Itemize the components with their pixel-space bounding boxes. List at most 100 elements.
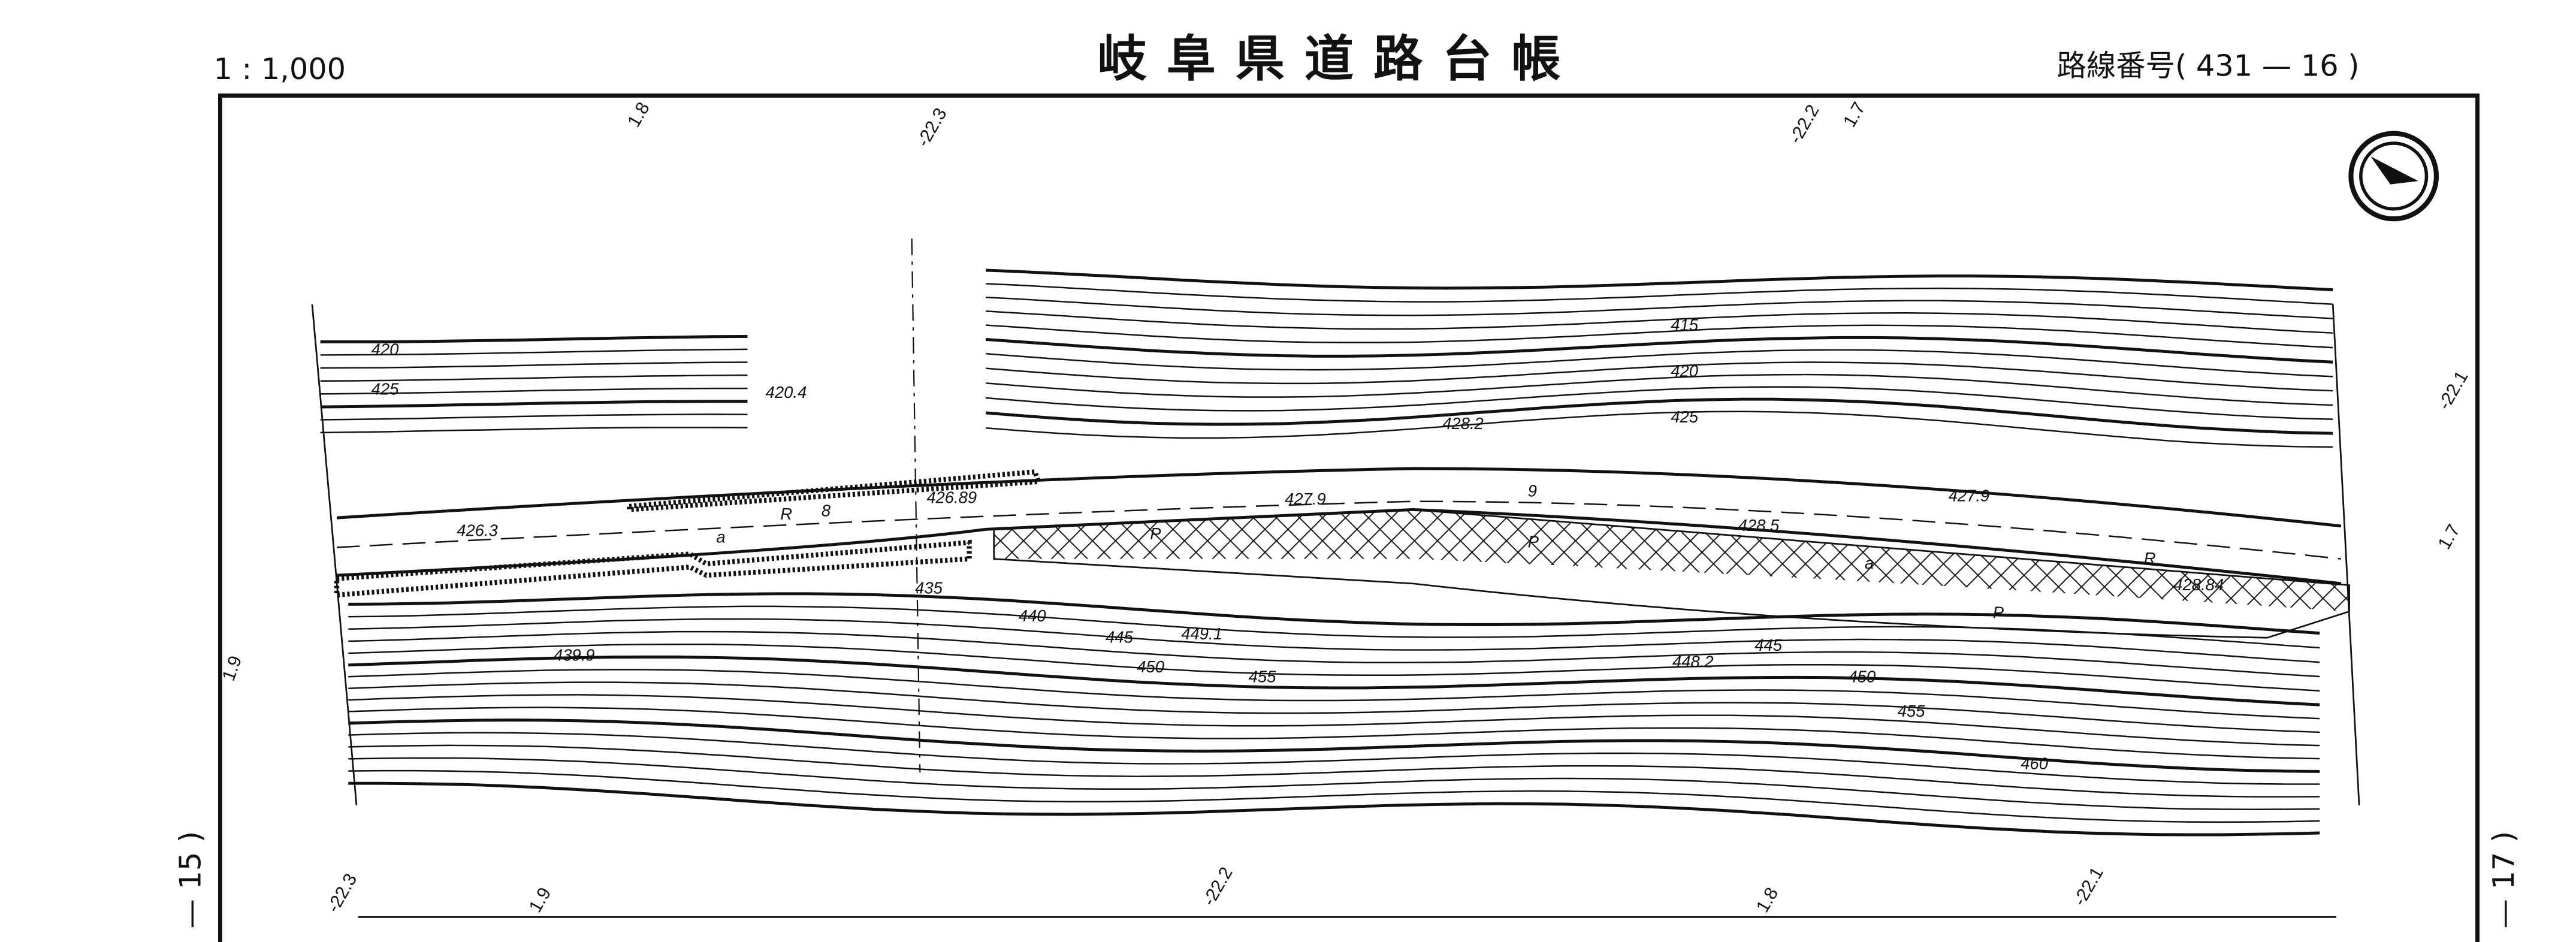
svg-text:-22.3: -22.3 (324, 870, 361, 916)
contour-line (985, 361, 2333, 392)
svg-text:450: 450 (1848, 667, 1876, 686)
svg-text:420: 420 (372, 340, 399, 359)
contour-line (320, 334, 748, 343)
svg-text:-22.2: -22.2 (1199, 864, 1237, 909)
map-scale: 1 : 1,000 (213, 52, 346, 86)
svg-text:440: 440 (1019, 606, 1046, 625)
svg-text:426.89: 426.89 (926, 488, 977, 506)
contour-line (348, 655, 2320, 707)
contour-line (985, 410, 2333, 448)
contour-line (320, 387, 748, 395)
contour-lines (320, 268, 2333, 837)
contour-line (348, 769, 2320, 823)
svg-text:420: 420 (1671, 361, 1698, 380)
map-frame (218, 93, 2480, 942)
svg-text:427.9: 427.9 (1949, 487, 1990, 505)
contour-line (348, 757, 2320, 811)
contour-line (985, 268, 2333, 292)
svg-text:439.9: 439.9 (554, 646, 595, 665)
contour-line (348, 592, 2320, 635)
svg-text:445: 445 (1106, 628, 1133, 647)
contour-line (348, 732, 2320, 785)
contour-line (985, 283, 2333, 305)
svg-text:428.2: 428.2 (1442, 414, 1484, 433)
svg-text:425: 425 (372, 380, 399, 398)
contour-line (348, 669, 2320, 720)
svg-text:455: 455 (1249, 667, 1276, 686)
svg-text:435: 435 (915, 578, 943, 597)
contour-line (985, 373, 2333, 406)
contour-line (320, 348, 748, 356)
svg-text:448.2: 448.2 (1672, 653, 1714, 671)
contour-line (985, 397, 2333, 435)
road-symbols: R 8 a P P P a R 9 (716, 481, 2155, 621)
contour-line (348, 644, 2320, 692)
sheet-left-edge (311, 304, 358, 806)
svg-text:-22.1: -22.1 (2070, 864, 2107, 909)
left-page-number: — 15 ) (173, 831, 207, 929)
svg-text:1.7: 1.7 (1840, 99, 1870, 131)
svg-text:8: 8 (822, 501, 831, 520)
svg-text:1.8: 1.8 (1753, 884, 1783, 916)
svg-text:415: 415 (1671, 316, 1698, 334)
sheet-right-edge (2332, 304, 2360, 806)
svg-text:R: R (2144, 549, 2156, 567)
svg-text:460: 460 (2021, 754, 2048, 773)
contour-line (320, 374, 748, 382)
contour-line (348, 781, 2320, 837)
north-arrow-icon (2348, 131, 2439, 222)
contour-line (985, 296, 2333, 319)
svg-text:450: 450 (1137, 657, 1164, 676)
contour-line (985, 349, 2333, 378)
contour-line (985, 310, 2333, 334)
contour-line (320, 427, 748, 434)
svg-text:449.1: 449.1 (1181, 624, 1222, 643)
svg-text:425: 425 (1671, 407, 1698, 426)
left-ticks: 1.9 (219, 653, 246, 684)
right-page-number: — 17 ) (2486, 831, 2521, 929)
svg-text:455: 455 (1898, 702, 1925, 720)
spot-heights: 428.2 426.89 427.9 427.9 426.3 428.5 428… (457, 414, 2224, 671)
contour-line (985, 324, 2333, 349)
contour-line (348, 681, 2320, 733)
contour-line (320, 400, 748, 409)
svg-text:P: P (1528, 532, 1539, 551)
svg-text:428.5: 428.5 (1738, 516, 1780, 535)
contour-line (348, 605, 2320, 649)
contour-line (348, 707, 2320, 760)
svg-text:420.4: 420.4 (766, 383, 807, 401)
svg-text:R: R (780, 505, 792, 523)
svg-text:a: a (716, 527, 725, 546)
svg-text:P: P (1150, 524, 1161, 543)
bottom-ticks: -22.3 1.9 -22.2 1.8 -22.1 (324, 864, 2107, 916)
contour-line (348, 718, 2320, 773)
contour-line (985, 336, 2333, 364)
paved-area (993, 509, 2349, 612)
svg-text:1.9: 1.9 (526, 884, 555, 916)
right-ticks: -22.1 1.7 (2435, 367, 2472, 552)
svg-text:1.9: 1.9 (219, 653, 246, 684)
svg-text:427.9: 427.9 (1285, 490, 1326, 508)
svg-text:1.8: 1.8 (624, 99, 654, 131)
contour-line (348, 618, 2320, 663)
svg-text:a: a (1865, 554, 1874, 572)
svg-text:9: 9 (1528, 481, 1537, 500)
svg-text:-22.2: -22.2 (1786, 101, 1823, 147)
contour-labels: 420 425 420.4 415 420 425 435 440 445 45… (372, 316, 2049, 773)
svg-text:-22.3: -22.3 (913, 105, 951, 150)
svg-text:1.7: 1.7 (2435, 521, 2465, 553)
section-line (911, 238, 921, 773)
top-ticks: 1.8 -22.3 -22.2 1.7 (624, 99, 1869, 150)
retaining-wall (626, 469, 1042, 512)
contour-line (348, 630, 2320, 678)
contour-line (985, 386, 2333, 420)
svg-text:428.84: 428.84 (2173, 575, 2224, 594)
contour-line (320, 413, 748, 421)
svg-text:-22.1: -22.1 (2435, 367, 2472, 413)
svg-text:P: P (1993, 603, 2004, 621)
retaining-wall (334, 539, 972, 598)
svg-text:445: 445 (1754, 636, 1782, 654)
contour-line (348, 694, 2320, 747)
route-number: 路線番号( 431 — 16 ) (2057, 49, 2360, 83)
page-title: 岐阜県道路台帳 (1097, 31, 1580, 88)
